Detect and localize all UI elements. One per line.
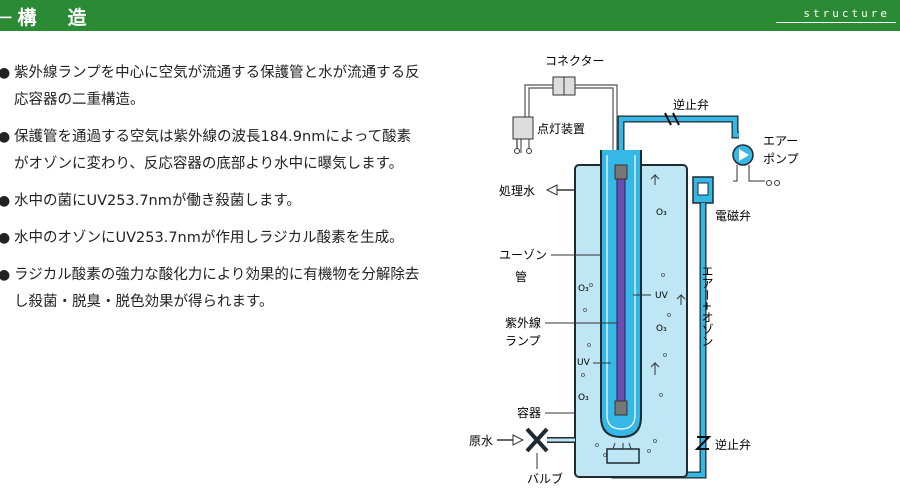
bullet-item: ● 保護管を通過する空気は紫外線の波長184.9nmによって酸素がオゾンに変わり… xyxy=(0,124,420,178)
ozone-tube-label-1: ユーゾン xyxy=(499,248,547,262)
check-valve-bottom-label: 逆止弁 xyxy=(715,437,751,452)
bullet-dot-icon: ● xyxy=(0,193,11,209)
section-title: ─構 造 xyxy=(0,7,93,29)
air-pump-label-2: ポンプ xyxy=(763,152,799,166)
bullet-text: 水中のオゾンにUV253.7nmが作用しラジカル酸素を生成。 xyxy=(14,230,404,246)
diffuser xyxy=(606,448,640,464)
valve-label: バルブ xyxy=(527,471,563,486)
uv-label: UV xyxy=(577,358,591,368)
connector-label: コネクター xyxy=(545,54,605,68)
bullet-item: ● 紫外線ランプを中心に空気が流通する保護管と水が流通する反応容器の二重構造。 xyxy=(0,60,420,114)
bullet-dot-icon: ● xyxy=(0,65,11,81)
uv-lamp-label-2: ランプ xyxy=(505,334,541,348)
raw-water-label: 原水 xyxy=(469,434,493,448)
section-header: ─構 造 structure xyxy=(0,0,900,31)
bullet-item: ● 水中のオゾンにUV253.7nmが作用しラジカル酸素を生成。 xyxy=(0,225,420,252)
up-arrow-icon xyxy=(650,361,660,375)
structure-diagram: コネクター 点灯装置 逆止弁 エアー ポンプ 電磁弁 エアー+オゾン 逆止弁 O… xyxy=(465,45,895,492)
bullet-item: ● 水中の菌にUV253.7nmが働き殺菌します。 xyxy=(0,188,420,215)
subtitle-underline xyxy=(776,22,896,23)
o3-label: O₃ xyxy=(656,208,667,218)
air-pump-label-1: エアー xyxy=(763,134,798,148)
lighting-device-label: 点灯装置 xyxy=(537,122,585,136)
treated-water-label: 処理水 xyxy=(499,184,535,198)
bullet-item: ● ラジカル酸素の強力な酸化力により効果的に有機物を分解除去し殺菌・脱臭・脱色効… xyxy=(0,262,420,316)
bullet-text: 紫外線ランプを中心に空気が流通する保護管と水が流通する反応容器の二重構造。 xyxy=(14,65,420,108)
bullet-text: 水中の菌にUV253.7nmが働き殺菌します。 xyxy=(14,193,301,209)
bullet-dot-icon: ● xyxy=(0,267,11,283)
uv-lamp xyxy=(616,164,626,406)
lighting-device-box xyxy=(512,116,534,140)
bullet-text: ラジカル酸素の強力な酸化力により効果的に有機物を分解除去し殺菌・脱臭・脱色効果が… xyxy=(14,267,420,310)
valve-icon xyxy=(525,427,549,453)
bubbles xyxy=(581,273,671,457)
o3-label: O₃ xyxy=(656,324,667,334)
section-subtitle: structure xyxy=(803,7,890,20)
up-arrow-icon xyxy=(676,293,686,305)
uv-lamp-label-1: 紫外線 xyxy=(505,315,541,330)
uv-label: UV xyxy=(655,291,669,301)
check-valve-top-icon xyxy=(664,112,680,126)
bullet-text: 保護管を通過する空気は紫外線の波長184.9nmによって酸素がオゾンに変わり、反… xyxy=(14,129,412,172)
up-arrow-icon xyxy=(650,173,660,185)
bullet-list: ● 紫外線ランプを中心に空気が流通する保護管と水が流通する反応容器の二重構造。 … xyxy=(0,60,420,326)
ozone-tube-label-2: 管 xyxy=(515,269,527,284)
check-valve-top-label: 逆止弁 xyxy=(673,97,709,112)
container-label: 容器 xyxy=(517,405,541,420)
o3-label: O₃ xyxy=(578,393,589,403)
check-valve-bottom-icon xyxy=(694,436,712,450)
o3-label: O₃ xyxy=(578,284,589,294)
bullet-dot-icon: ● xyxy=(0,230,11,246)
air-ozone-label: エアー+オゾン xyxy=(700,265,714,347)
bullet-dot-icon: ● xyxy=(0,129,11,145)
solenoid-valve-label: 電磁弁 xyxy=(715,208,751,223)
diagram-svg: コネクター 点灯装置 逆止弁 エアー ポンプ 電磁弁 エアー+オゾン 逆止弁 O… xyxy=(469,54,799,486)
